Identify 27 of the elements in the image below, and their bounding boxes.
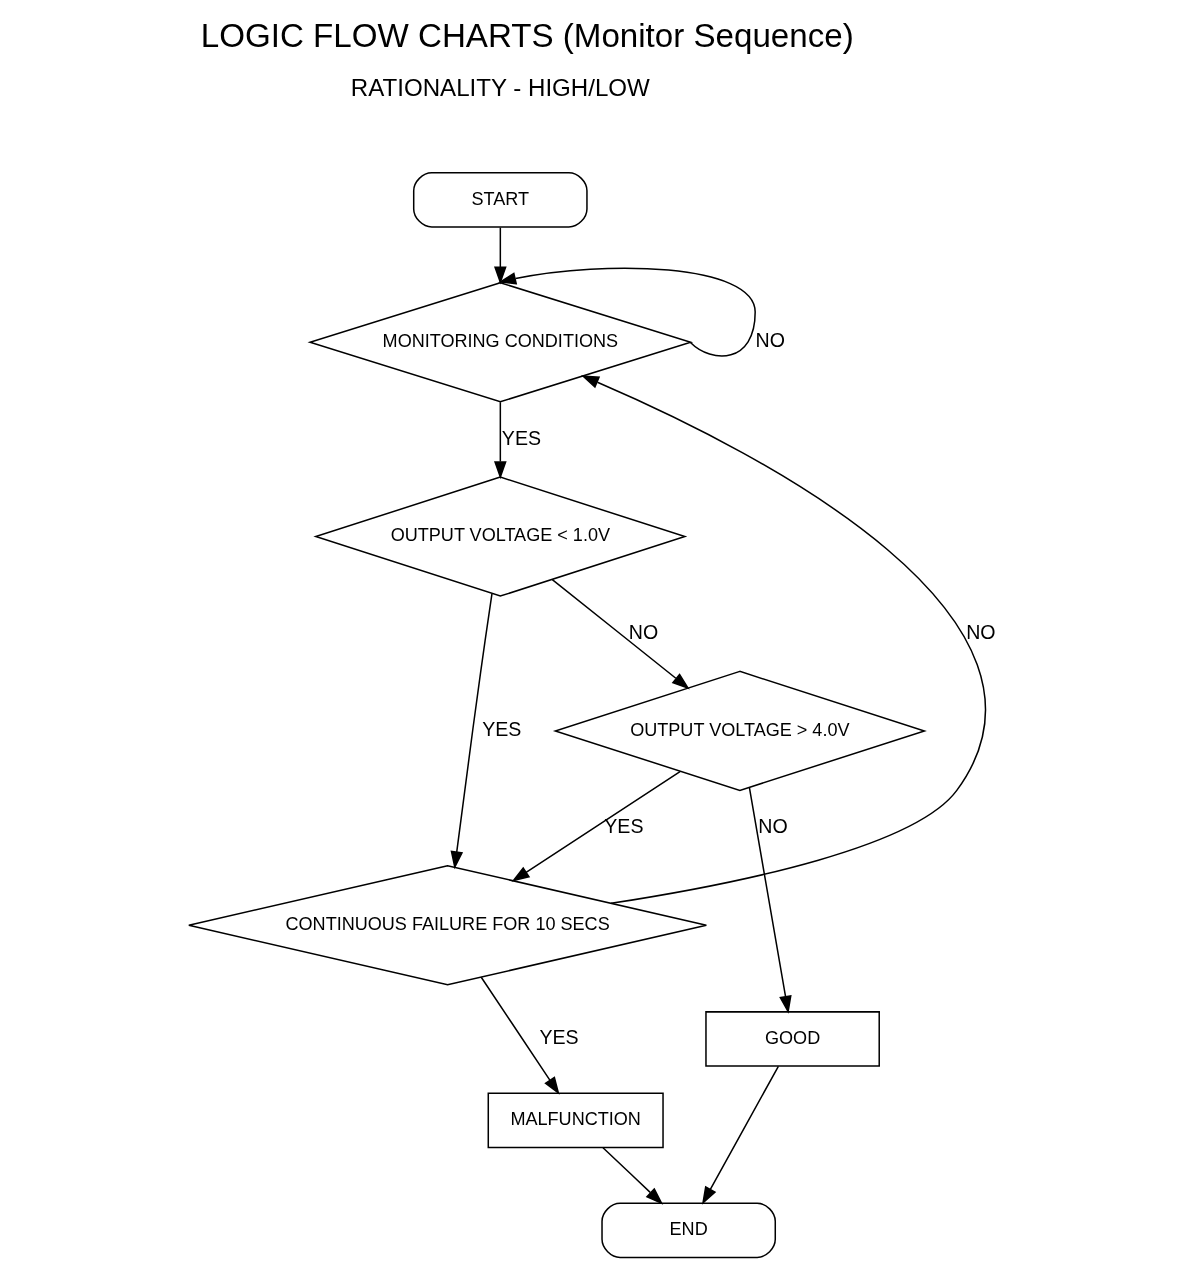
arrow — [551, 578, 690, 690]
edge-label: YES — [603, 815, 643, 838]
arrow — [511, 770, 681, 882]
label: RATIONALITY - HIGH/LOW — [350, 73, 650, 101]
diagram-title: LOGIC FLOW CHARTS (Monitor Sequence) — [200, 17, 854, 55]
node-box: MALFUNCTION — [487, 1092, 664, 1149]
arrow — [601, 1147, 663, 1205]
edge-label: YES — [538, 1026, 579, 1049]
node-diamond: MONITORING CONDITIONS — [307, 281, 693, 403]
node-box: END — [600, 1202, 776, 1259]
arrow — [497, 267, 756, 357]
edge-label: NO — [757, 815, 788, 838]
arrow — [450, 593, 493, 870]
arrow — [580, 375, 986, 905]
arrow — [493, 226, 507, 285]
node-box: GOOD — [704, 1011, 880, 1067]
edge-label: YES — [501, 426, 541, 449]
arrow — [748, 786, 792, 1014]
edge-label: YES — [481, 718, 521, 741]
edge-label: NO — [755, 329, 785, 352]
arrow — [480, 976, 560, 1095]
edge-label: NO — [628, 620, 658, 643]
node-diamond: OUTPUT VOLTAGE < 1.0V — [312, 476, 687, 597]
edge-label: NO — [965, 620, 996, 643]
arrow — [701, 1065, 779, 1205]
node-box: START — [412, 172, 588, 228]
arrow — [493, 401, 507, 480]
